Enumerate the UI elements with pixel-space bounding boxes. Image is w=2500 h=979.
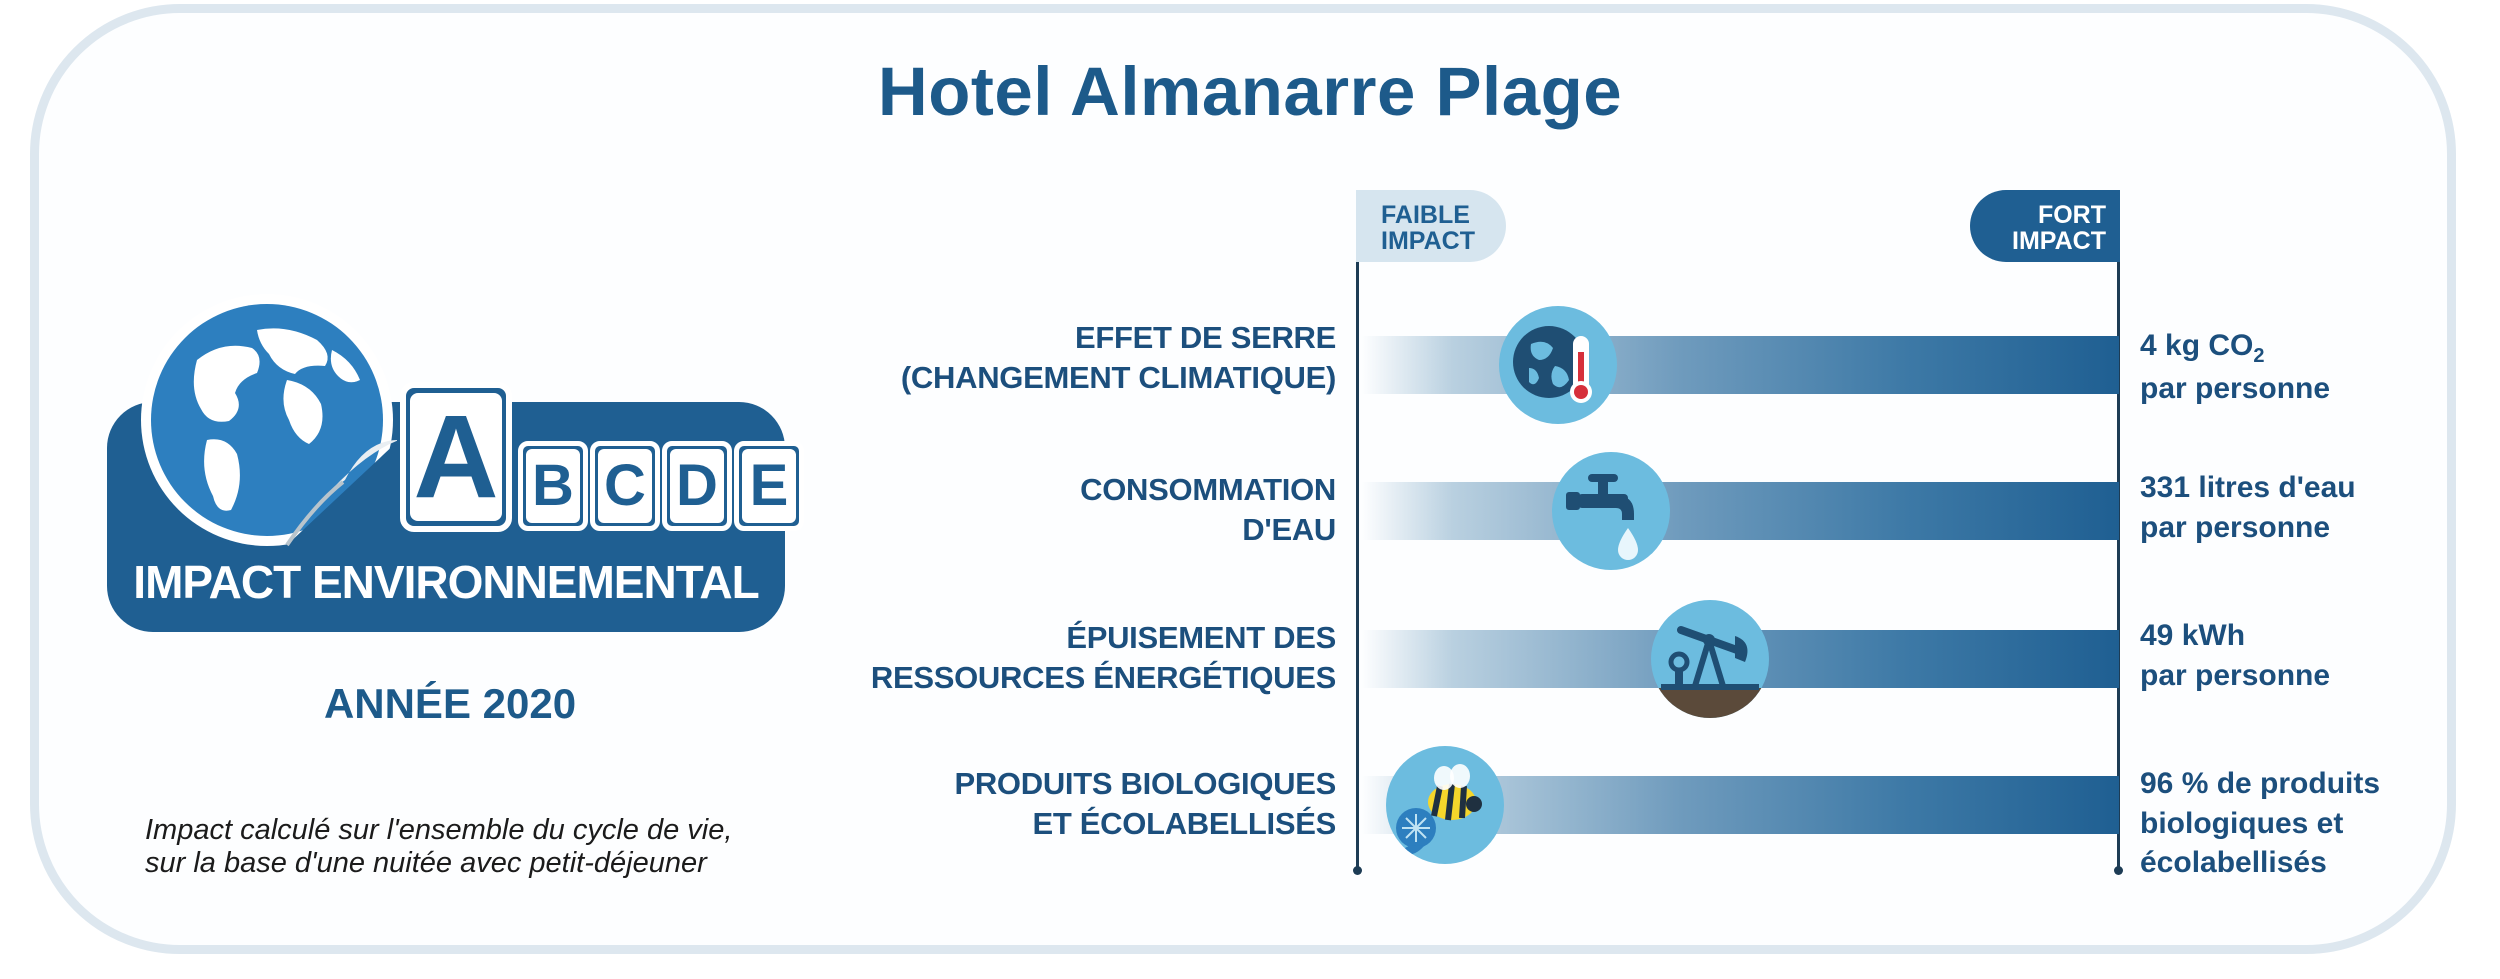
rating-letter-a: A: [400, 382, 512, 532]
rating-letter-d: D: [662, 441, 732, 531]
row-value-organic: 96 % de produits biologiques et écolabel…: [2140, 767, 2381, 880]
globe-thermometer-icon: [1499, 306, 1617, 424]
row-value-greenhouse: 4 kg CO2 par personne: [2140, 329, 2331, 406]
low-impact-header: FAIBLE IMPACT: [1356, 190, 1506, 262]
row-label-organic: PRODUITS BIOLOGIQUES ET ÉCOLABELLISÉS: [954, 766, 1336, 842]
globe-icon: [141, 294, 397, 547]
bee-flower-icon: [1386, 746, 1504, 864]
rating-letter-e: E: [734, 441, 804, 531]
note-line-1: Impact calculé sur l'ensemble du cycle d…: [145, 814, 733, 846]
row-value-water: 331 litres d'eau par personne: [2140, 471, 2356, 544]
row-label-water: CONSOMMATION D'EAU: [1080, 472, 1336, 548]
oil-pump-icon: [1651, 600, 1769, 718]
row-label-energy: ÉPUISEMENT DES RESSOURCES ÉNERGÉTIQUES: [870, 620, 1336, 696]
badge-label: IMPACT ENVIRONNEMENTAL: [133, 556, 759, 608]
page-title: Hotel Almanarre Plage: [877, 53, 1623, 130]
high-impact-header: FORT IMPACT: [1970, 190, 2120, 262]
high-axis-line: [2117, 262, 2120, 872]
impact-bar-water: [1362, 482, 2119, 540]
methodology-note: Impact calculé sur l'ensemble du cycle d…: [145, 814, 845, 881]
impact-bar-greenhouse: [1362, 336, 2119, 394]
note-line-2: sur la base d'une nuitée avec petit-déje…: [145, 847, 707, 880]
low-axis-dot: [1353, 866, 1362, 875]
rating-letter-b: B: [518, 441, 588, 531]
rating-letter-c: C: [590, 441, 660, 531]
low-axis-line: [1356, 262, 1359, 872]
row-label-greenhouse: EFFET DE SERRE (CHANGEMENT CLIMATIQUE): [900, 320, 1336, 396]
row-value-energy: 49 kWh par personne: [2140, 619, 2331, 692]
high-axis-dot: [2114, 866, 2123, 875]
year-label: ANNÉE 2020: [323, 680, 577, 727]
water-tap-icon: [1552, 452, 1670, 570]
